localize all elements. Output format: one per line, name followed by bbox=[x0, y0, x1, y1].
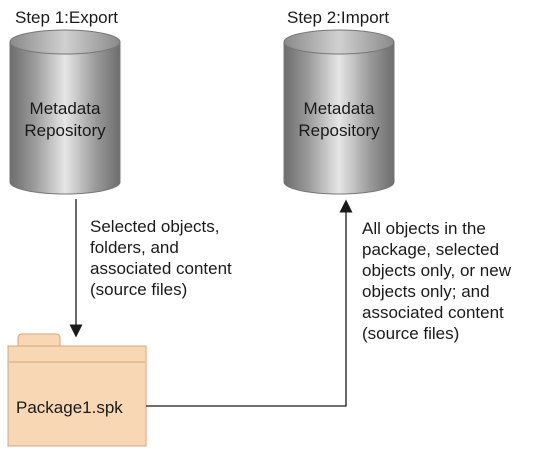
package-label: Package1.spk bbox=[16, 398, 123, 417]
import-repository-label-line2: Repository bbox=[298, 121, 380, 140]
export-repository-label-line2: Repository bbox=[24, 121, 106, 140]
package-folder-icon bbox=[7, 333, 147, 447]
import-repository-label: Metadata Repository bbox=[284, 98, 394, 142]
import-step-title: Step 2:Import bbox=[287, 8, 390, 27]
export-repository-cylinder bbox=[9, 29, 121, 195]
export-step-title: Step 1:Export bbox=[15, 8, 119, 27]
export-repository-label-line1: Metadata bbox=[29, 99, 101, 118]
export-repository-label: Metadata Repository bbox=[10, 98, 120, 142]
import-arrow bbox=[146, 199, 353, 407]
import-flow-description: All objects in the package, selected obj… bbox=[362, 219, 511, 343]
import-repository-cylinder bbox=[283, 29, 395, 195]
export-flow-description: Selected objects, folders, and associate… bbox=[90, 217, 232, 299]
import-repository-label-line1: Metadata bbox=[303, 99, 375, 118]
